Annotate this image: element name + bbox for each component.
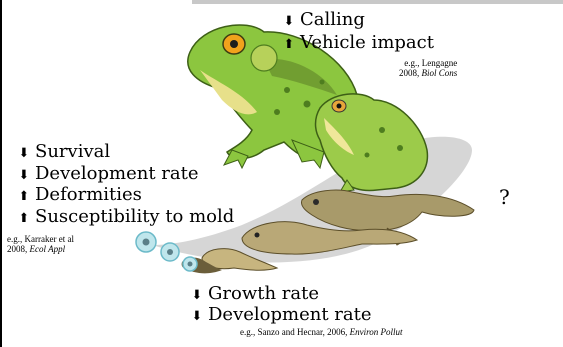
down-arrow-icon: ⬇ bbox=[17, 169, 31, 182]
citation-sanzo-hecnar: e.g., Sanzo and Hecnar, 2006, Environ Po… bbox=[240, 327, 403, 337]
effect-vehicle-impact: ⬆Vehicle impact bbox=[282, 34, 434, 52]
effect-development-rate-early: ⬇Development rate bbox=[17, 165, 199, 183]
up-arrow-icon: ⬆ bbox=[17, 212, 31, 225]
down-arrow-icon: ⬇ bbox=[190, 310, 204, 323]
down-arrow-icon: ⬇ bbox=[282, 15, 296, 28]
effect-growth-rate: ⬇Growth rate bbox=[190, 285, 319, 303]
effect-survival: ⬇Survival bbox=[17, 143, 110, 161]
effect-deformities: ⬆Deformities bbox=[17, 186, 142, 204]
down-arrow-icon: ⬇ bbox=[17, 147, 31, 160]
down-arrow-icon: ⬇ bbox=[190, 289, 204, 302]
effect-mold-susceptibility: ⬆Susceptibility to mold bbox=[17, 208, 234, 226]
citation-karraker: e.g., Karraker et al 2008, Ecol Appl bbox=[7, 234, 74, 255]
up-arrow-icon: ⬆ bbox=[17, 190, 31, 203]
effect-calling: ⬇Calling bbox=[282, 11, 365, 29]
citation-lengagne: e.g., Lengagne 2008, Biol Cons bbox=[399, 58, 457, 79]
unknown-question-mark: ? bbox=[499, 185, 510, 209]
up-arrow-icon: ⬆ bbox=[282, 38, 296, 51]
effect-development-rate-tadpole: ⬇Development rate bbox=[190, 306, 372, 324]
